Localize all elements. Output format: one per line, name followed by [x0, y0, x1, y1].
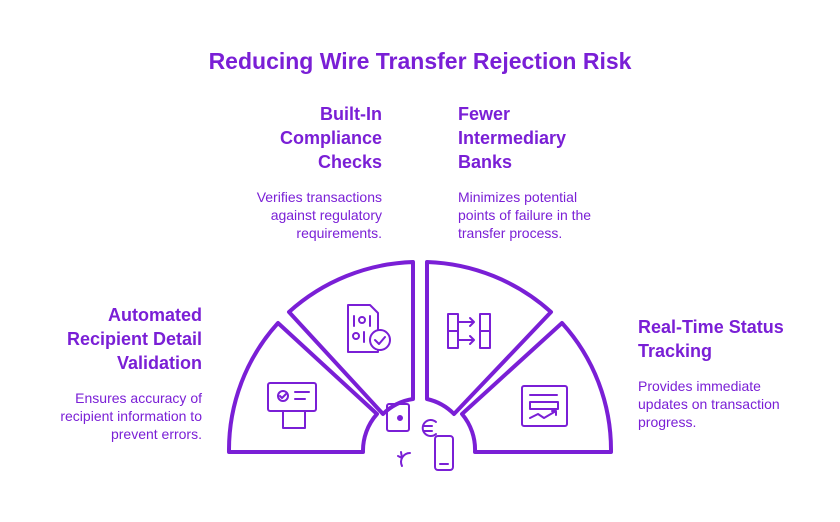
intermediary-flow-icon [447, 313, 491, 349]
item-description: Minimizes potential points of failure in… [458, 189, 592, 241]
item-heading: Built-In Compliance Checks [279, 104, 382, 172]
recipient-card-icon [267, 382, 317, 429]
segment-compliance [287, 260, 415, 416]
diagram-title: Reducing Wire Transfer Rejection Risk [208, 48, 632, 74]
segment-tracking [460, 321, 614, 454]
item-recipient-validation: Automated Recipient Detail Validation En… [20, 303, 202, 443]
segment-recipient [226, 321, 379, 454]
tracking-document-chart-icon [521, 385, 568, 427]
item-description: Verifies transactions against regulatory… [256, 189, 382, 241]
item-compliance-checks: Built-In Compliance Checks Verifies tran… [150, 102, 382, 242]
item-status-tracking: Real-Time Status Tracking Provides immed… [638, 315, 838, 431]
item-fewer-banks: Fewer Intermediary Banks Minimizes poten… [458, 102, 658, 242]
item-heading: Real-Time Status Tracking [638, 317, 784, 361]
item-description: Provides immediate updates on transactio… [638, 378, 780, 430]
compliance-sim-check-icon [347, 304, 391, 353]
wallet-euro-phone-icon [386, 403, 454, 471]
item-heading: Automated Recipient Detail Validation [66, 305, 202, 373]
item-description: Ensures accuracy of recipient informatio… [60, 390, 202, 442]
item-heading: Fewer Intermediary Banks [458, 104, 567, 172]
